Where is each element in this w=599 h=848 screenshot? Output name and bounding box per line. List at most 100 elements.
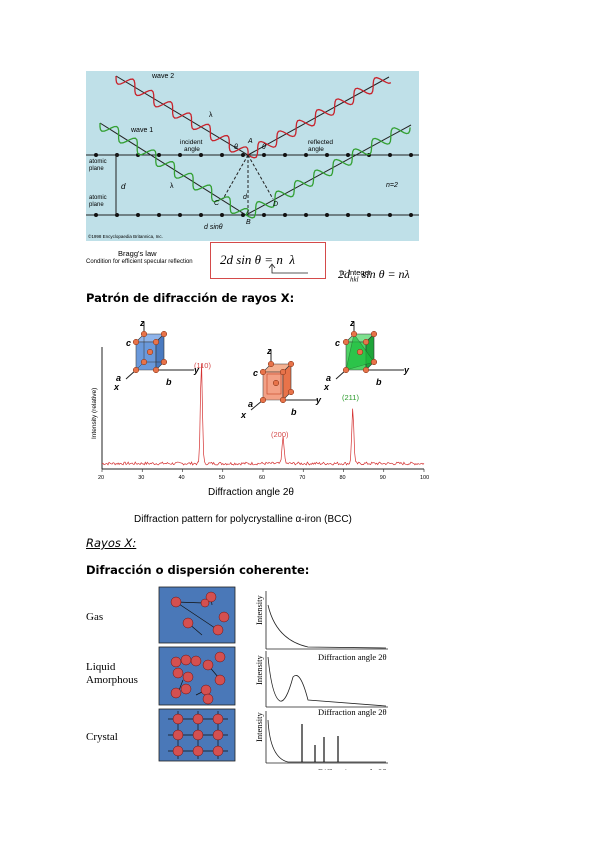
atomic-plane-label-1: atomic bbox=[89, 159, 107, 165]
liquid-xlabel: Diffraction angle 2θ bbox=[318, 707, 387, 717]
crystal-atom bbox=[212, 713, 224, 725]
state-label-crystal: Crystal bbox=[86, 731, 118, 743]
crystal-xlabel: Diffraction angle 2θ bbox=[318, 767, 387, 770]
cube-110-diagram: z y x c a b bbox=[113, 318, 200, 392]
atom bbox=[304, 153, 308, 157]
svg-text:z: z bbox=[139, 318, 145, 328]
x-tick-label: 60 bbox=[259, 475, 265, 481]
credit-text: ©1998 Encyclopaedia Britannica, Inc. bbox=[88, 233, 163, 239]
heading-difraccion: Difracción o dispersión coherente: bbox=[86, 563, 310, 577]
atom bbox=[304, 213, 308, 217]
svg-text:c: c bbox=[335, 338, 340, 348]
peak-200-label: (200) bbox=[271, 430, 289, 439]
bragg-equation-box bbox=[210, 242, 326, 279]
bragg-diagram: d wave 2 wave 1 λ λ incident angle refle… bbox=[86, 71, 419, 241]
xrd-xlabel: Diffraction angle 2θ bbox=[208, 487, 294, 498]
atom bbox=[346, 213, 350, 217]
svg-text:c: c bbox=[126, 338, 131, 348]
atom bbox=[325, 213, 329, 217]
xrd-ylabel: Intensity (relative) bbox=[91, 388, 98, 439]
atom bbox=[346, 153, 350, 157]
n-equals-2-label: n=2 bbox=[386, 182, 398, 189]
atom bbox=[409, 213, 413, 217]
svg-text:a: a bbox=[326, 373, 331, 383]
crystal-atom bbox=[192, 713, 204, 725]
svg-text:angle: angle bbox=[308, 146, 324, 153]
x-tick-label: 20 bbox=[98, 475, 104, 481]
x-tick-label: 80 bbox=[340, 475, 346, 481]
atom bbox=[220, 213, 224, 217]
svg-text:y: y bbox=[315, 395, 322, 405]
crystal-atom bbox=[212, 745, 224, 757]
svg-text:z: z bbox=[266, 346, 272, 356]
liquid-intensity-label: Intensity bbox=[254, 655, 264, 685]
atom bbox=[136, 213, 140, 217]
svg-text:x: x bbox=[240, 410, 247, 420]
states-diagrams: Intensity Intensity Intensity Diffractio… bbox=[158, 586, 388, 770]
peak-110-label: (110) bbox=[194, 361, 211, 370]
svg-text:z: z bbox=[349, 318, 355, 328]
atom bbox=[178, 213, 182, 217]
atom bbox=[157, 213, 161, 217]
integer-note: n: integer bbox=[340, 268, 372, 277]
bragg-equation: 2d sin θ = n λ bbox=[220, 252, 295, 267]
x-tick-label: 100 bbox=[420, 475, 429, 481]
heading-patron: Patrón de difracción de rayos X: bbox=[86, 291, 295, 305]
atom bbox=[94, 213, 98, 217]
theta-label-1: θ bbox=[234, 144, 238, 151]
lambda-label-top: λ bbox=[209, 112, 213, 119]
atom bbox=[241, 153, 245, 157]
crystal-intensity-label: Intensity bbox=[254, 712, 264, 742]
peak-211-label: (211) bbox=[342, 393, 359, 402]
atom bbox=[283, 213, 287, 217]
x-tick-label: 70 bbox=[299, 475, 305, 481]
atom bbox=[199, 213, 203, 217]
svg-text:x: x bbox=[323, 382, 330, 392]
atom bbox=[178, 153, 182, 157]
cube-211-diagram: z y x c a b bbox=[323, 318, 410, 392]
heading-rayos-x: Rayos X: bbox=[86, 536, 137, 550]
lambda-label-left: λ bbox=[170, 183, 174, 190]
eq2-main: 2d bbox=[338, 267, 350, 281]
atom bbox=[262, 153, 266, 157]
integer-arrow bbox=[268, 263, 308, 274]
point-c-label: C bbox=[214, 200, 220, 207]
point-a-label: A bbox=[247, 138, 253, 145]
atomic-plane-label-2: atomic bbox=[89, 195, 107, 201]
point-d-label: D bbox=[273, 201, 278, 208]
d-label: d bbox=[121, 182, 126, 191]
state-label-gas: Gas bbox=[86, 611, 104, 623]
crystal-atom bbox=[192, 729, 204, 741]
x-tick-label: 30 bbox=[138, 475, 144, 481]
atom bbox=[262, 213, 266, 217]
incident-angle-label: incident bbox=[180, 139, 203, 146]
svg-text:angle: angle bbox=[184, 146, 200, 153]
svg-text:a: a bbox=[116, 373, 121, 383]
d-label-inner: d bbox=[243, 194, 248, 201]
atom bbox=[388, 153, 392, 157]
crystal-atom bbox=[172, 713, 184, 725]
reflected-angle-label: reflected bbox=[308, 139, 333, 146]
crystal-atom bbox=[212, 729, 224, 741]
atom bbox=[367, 213, 371, 217]
svg-text:y: y bbox=[193, 365, 200, 375]
bragg-law-title: Bragg's law bbox=[118, 249, 157, 258]
theta-label-2: θ bbox=[262, 144, 266, 151]
svg-text:y: y bbox=[403, 365, 410, 375]
wave2-label: wave 2 bbox=[151, 73, 174, 80]
svg-text:x: x bbox=[113, 382, 120, 392]
x-tick-label: 50 bbox=[219, 475, 225, 481]
svg-text:plane: plane bbox=[89, 166, 104, 172]
bragg-equation-hkl: 2dhkl sin θ = nλ bbox=[332, 252, 410, 283]
atom bbox=[157, 153, 161, 157]
crystal-atom bbox=[172, 729, 184, 741]
x-tick-label: 90 bbox=[380, 475, 386, 481]
svg-text:b: b bbox=[166, 377, 172, 387]
atom bbox=[220, 153, 224, 157]
atom bbox=[325, 153, 329, 157]
d-sin-theta-label: d sinθ bbox=[204, 224, 223, 231]
atom bbox=[283, 153, 287, 157]
crystal-atom bbox=[172, 745, 184, 757]
atom bbox=[199, 153, 203, 157]
